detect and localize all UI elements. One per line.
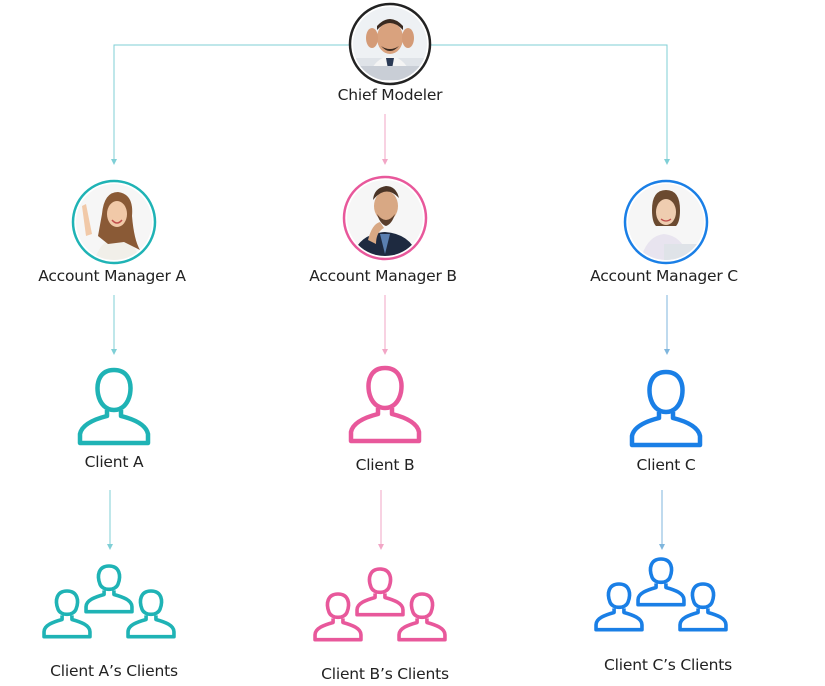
connectors — [107, 44, 670, 550]
client-c-label: Client C — [636, 456, 696, 474]
stressed-man-photo — [348, 2, 432, 86]
chief-modeler-label: Chief Modeler — [337, 86, 443, 104]
client-b-label: Client B — [355, 456, 415, 474]
client-b-clients-label: Client B’s Clients — [321, 665, 449, 683]
user-outline-icon — [348, 365, 422, 444]
connector-chief-to-manager-c — [430, 44, 670, 165]
account-manager-c-label: Account Manager C — [590, 267, 738, 285]
user-group-outline-icon — [313, 567, 447, 642]
user-outline-icon — [629, 369, 703, 448]
account-manager-a-label: Account Manager A — [38, 267, 186, 285]
woman-at-laptop-photo — [623, 179, 709, 265]
user-group-outline-icon — [42, 564, 176, 639]
user-outline-icon — [77, 367, 151, 446]
user-group-outline-icon — [594, 557, 728, 632]
client-a-clients-label: Client A’s Clients — [50, 662, 178, 680]
smiling-woman-photo — [71, 179, 157, 265]
thinking-man-photo — [342, 175, 428, 261]
connector-chief-to-manager-a — [111, 44, 350, 165]
client-a-label: Client A — [84, 453, 144, 471]
account-manager-b-label: Account Manager B — [309, 267, 457, 285]
client-c-clients-label: Client C’s Clients — [604, 656, 732, 674]
